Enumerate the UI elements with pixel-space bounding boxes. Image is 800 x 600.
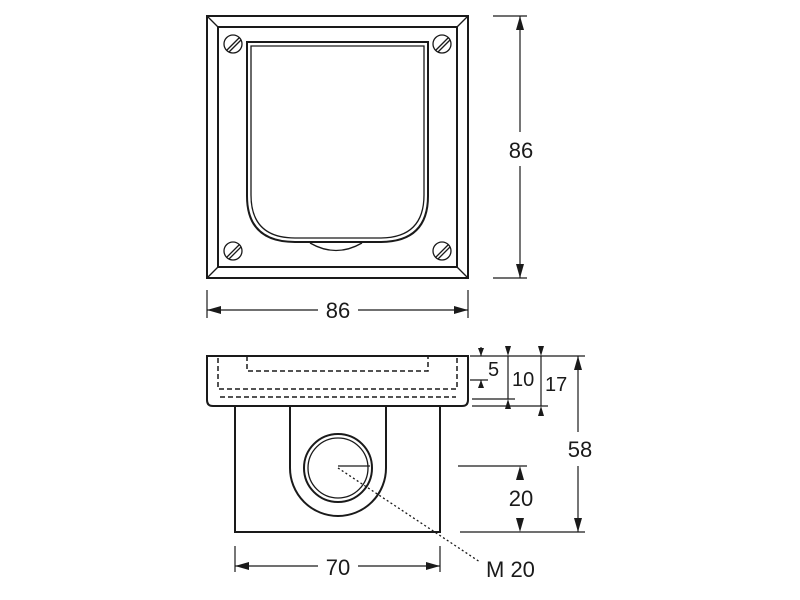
frame-corner-tr xyxy=(456,15,469,28)
thread-boss xyxy=(289,406,387,517)
screw-icon xyxy=(432,241,452,261)
frame-corner-tl xyxy=(206,15,219,28)
dimension-label: 20 xyxy=(509,486,533,511)
dimension-17: 17 xyxy=(472,346,585,416)
dimension-70: 70 xyxy=(234,546,441,580)
cover-flap-outer xyxy=(246,41,429,243)
top-view xyxy=(206,15,469,279)
screw-icon xyxy=(432,34,452,54)
thread-label: M 20 xyxy=(486,557,535,582)
hidden-edge-recess xyxy=(246,356,429,372)
thread-callout: M 20 xyxy=(337,465,535,582)
dimension-label: 86 xyxy=(509,138,533,163)
dimension-label: 17 xyxy=(545,374,567,396)
cover-hinge xyxy=(309,242,363,252)
dimension-top-width: 86 xyxy=(206,290,469,323)
screw-icon xyxy=(223,34,243,54)
dimension-58: 58 xyxy=(460,356,592,533)
side-view xyxy=(206,355,469,533)
thread-hole-inner xyxy=(307,437,369,499)
screw-icon xyxy=(223,241,243,261)
thread-hole-outer xyxy=(303,433,373,503)
outer-frame xyxy=(206,15,469,279)
dimension-label: 70 xyxy=(326,555,350,580)
housing-body xyxy=(234,405,441,533)
hidden-edge-frame xyxy=(217,358,458,390)
dimension-label: 10 xyxy=(512,369,534,391)
dimension-label: 5 xyxy=(488,359,499,381)
frame-corner-br xyxy=(456,266,469,279)
dimension-label: 86 xyxy=(326,298,350,323)
cover-flap-inner xyxy=(250,45,425,239)
dimension-20: 20 xyxy=(458,465,533,532)
dimension-top-height: 86 xyxy=(493,15,533,279)
flange xyxy=(206,355,469,407)
inner-frame xyxy=(217,26,458,268)
frame-corner-bl xyxy=(206,266,219,279)
dimension-label: 58 xyxy=(568,437,592,462)
